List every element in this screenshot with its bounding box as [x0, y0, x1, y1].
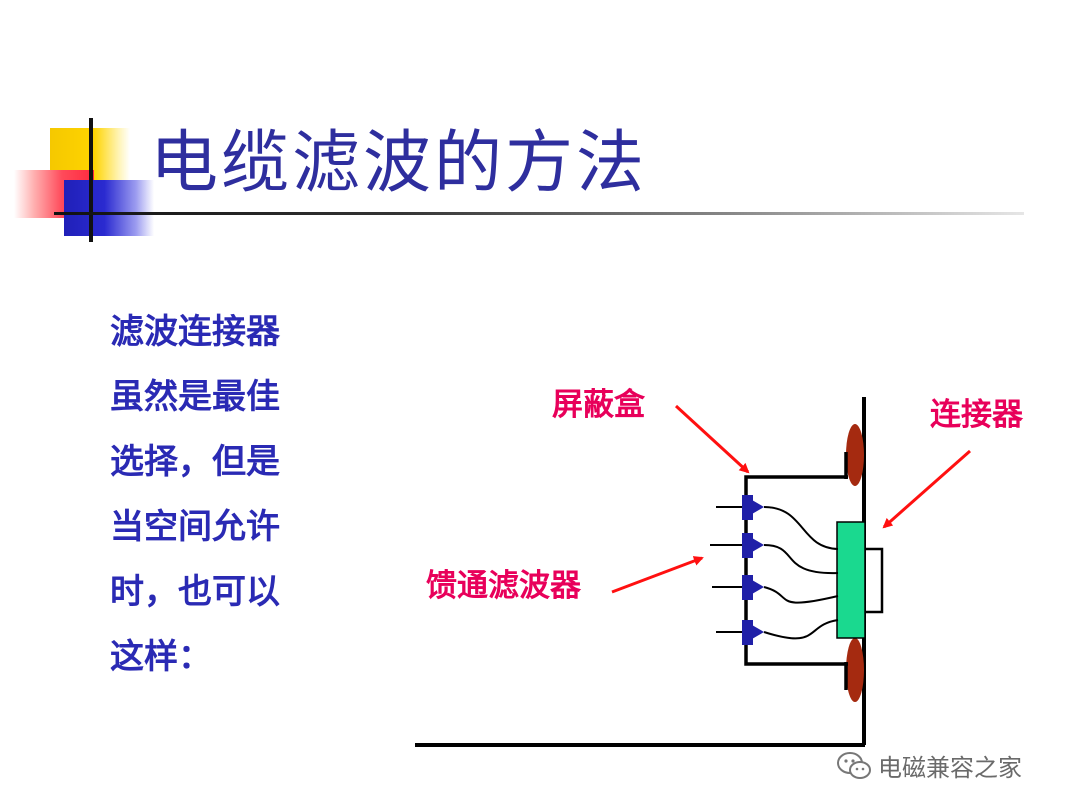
internal-wire: [763, 586, 839, 604]
body-line: 选择，但是: [110, 442, 280, 482]
arrow-shield-box: [674, 404, 750, 474]
body-line: 虽然是最佳: [110, 377, 280, 417]
feedthrough-filter: [742, 533, 764, 558]
feedthrough-filter: [742, 620, 764, 645]
label-feedthrough-filter: 馈通滤波器: [426, 568, 582, 604]
arrow-feedthrough-filter: [611, 556, 704, 594]
slide-title: 电缆滤波的方法: [150, 124, 648, 203]
body-text: 滤波连接器 虽然是最佳 选择，但是 当空间允许 时，也可以 这样：: [110, 300, 280, 690]
gasket-top: [846, 424, 864, 486]
title-ornament-vertical-line: [89, 118, 93, 242]
feedthrough-filter: [742, 575, 764, 600]
shield-box: [744, 475, 848, 666]
watermark-text: 电磁兼容之家: [878, 754, 1022, 782]
label-shield-box: 屏蔽盒: [552, 387, 646, 423]
watermark: 电磁兼容之家: [836, 748, 1022, 783]
title-underline: [54, 212, 1024, 215]
arrow-connector: [882, 449, 971, 529]
gasket-bottom: [846, 638, 864, 702]
title-ornament-blue: [64, 180, 154, 236]
connector-plug: [866, 547, 884, 614]
internal-wire: [763, 506, 839, 550]
connector-body: [836, 521, 866, 639]
body-line: 滤波连接器: [110, 312, 280, 352]
internal-wire: [763, 544, 839, 575]
label-connector: 连接器: [930, 397, 1024, 433]
body-line: 这样：: [110, 637, 212, 677]
body-line: 当空间允许: [110, 507, 280, 547]
internal-wire: [763, 619, 839, 640]
wechat-icon: [837, 751, 871, 779]
body-line: 时，也可以: [110, 572, 280, 612]
feedthrough-filter: [742, 495, 764, 520]
